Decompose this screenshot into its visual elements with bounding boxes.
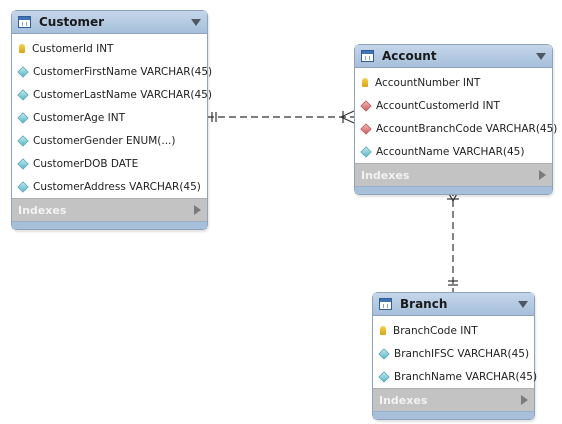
table-icon (379, 298, 392, 310)
table-customer[interactable]: Customer CustomerId INT CustomerFirstNam… (11, 10, 212, 230)
indexes-label: Indexes (379, 393, 428, 407)
column-row[interactable]: BranchName VARCHAR(45) (373, 365, 538, 388)
table-header[interactable]: Branch (373, 293, 534, 316)
foreign-key-diamond-icon (360, 99, 372, 112)
column-label: BranchIFSC VARCHAR(45) (394, 347, 530, 360)
column-list: BranchCode INT BranchIFSC VARCHAR(45) Br… (373, 316, 538, 388)
table-account[interactable]: Account AccountNumber INT AccountCustome… (354, 44, 557, 195)
table-footer (355, 186, 552, 194)
column-row[interactable]: CustomerId INT (12, 37, 207, 60)
column-label: CustomerFirstName VARCHAR(45) (33, 65, 213, 78)
collapse-arrow-icon[interactable] (536, 52, 546, 60)
primary-key-icon (19, 44, 25, 53)
indexes-section-toggle[interactable]: Indexes (12, 198, 207, 221)
column-list: AccountNumber INT AccountCustomerId INT … (355, 68, 557, 163)
column-label: CustomerAge INT (33, 111, 126, 124)
column-label: AccountBranchCode VARCHAR(45) (376, 122, 558, 135)
column-diamond-icon (378, 370, 390, 383)
column-row[interactable]: CustomerDOB DATE (12, 152, 207, 175)
column-label: CustomerLastName VARCHAR(45) (33, 88, 212, 101)
column-row[interactable]: AccountBranchCode VARCHAR(45) (355, 117, 557, 140)
expand-arrow-icon[interactable] (539, 170, 546, 180)
table-title: Account (382, 49, 437, 63)
foreign-key-diamond-icon (360, 122, 372, 135)
column-row[interactable]: BranchIFSC VARCHAR(45) (373, 342, 534, 365)
primary-key-icon (380, 326, 386, 335)
column-row[interactable]: BranchCode INT (373, 319, 534, 342)
column-diamond-icon (17, 180, 29, 193)
column-label: BranchCode INT (393, 324, 478, 337)
table-footer (12, 221, 207, 229)
collapse-arrow-icon[interactable] (191, 18, 201, 26)
column-label: AccountCustomerId INT (376, 99, 500, 112)
column-label: CustomerId INT (32, 42, 114, 55)
table-branch[interactable]: Branch BranchCode INT BranchIFSC VARCHAR… (372, 292, 538, 420)
indexes-label: Indexes (18, 203, 67, 217)
table-header[interactable]: Account (355, 45, 552, 68)
table-title: Customer (39, 15, 105, 29)
column-diamond-icon (17, 157, 29, 170)
table-icon (18, 16, 31, 28)
column-row[interactable]: AccountCustomerId INT (355, 94, 552, 117)
indexes-section-toggle[interactable]: Indexes (355, 163, 552, 186)
column-row[interactable]: CustomerAddress VARCHAR(45) (12, 175, 207, 198)
table-footer (373, 411, 534, 419)
column-diamond-icon (17, 111, 29, 124)
column-diamond-icon (360, 145, 372, 158)
expand-arrow-icon[interactable] (521, 395, 528, 405)
column-row[interactable]: CustomerAge INT (12, 106, 207, 129)
column-label: CustomerDOB DATE (33, 157, 139, 170)
column-diamond-icon (17, 65, 29, 78)
column-row[interactable]: AccountNumber INT (355, 71, 552, 94)
column-diamond-icon (17, 134, 29, 147)
column-diamond-icon (17, 88, 29, 101)
column-label: CustomerAddress VARCHAR(45) (33, 180, 201, 193)
column-list: CustomerId INT CustomerFirstName VARCHAR… (12, 34, 212, 198)
relationship-customer-account[interactable] (207, 110, 355, 124)
column-row[interactable]: CustomerFirstName VARCHAR(45) (12, 60, 212, 83)
table-header[interactable]: Customer (12, 11, 207, 34)
column-diamond-icon (378, 347, 390, 360)
collapse-arrow-icon[interactable] (518, 300, 528, 308)
column-label: BranchName VARCHAR(45) (394, 370, 538, 383)
column-label: AccountName VARCHAR(45) (376, 145, 525, 158)
relationship-account-branch[interactable] (446, 189, 460, 293)
indexes-section-toggle[interactable]: Indexes (373, 388, 534, 411)
column-label: CustomerGender ENUM(...) (33, 134, 176, 147)
column-row[interactable]: AccountName VARCHAR(45) (355, 140, 552, 163)
column-label: AccountNumber INT (375, 76, 481, 89)
indexes-label: Indexes (361, 168, 410, 182)
table-icon (361, 50, 374, 62)
column-row[interactable]: CustomerLastName VARCHAR(45) (12, 83, 212, 106)
primary-key-icon (362, 78, 368, 87)
table-title: Branch (400, 297, 448, 311)
expand-arrow-icon[interactable] (194, 205, 201, 215)
column-row[interactable]: CustomerGender ENUM(...) (12, 129, 207, 152)
